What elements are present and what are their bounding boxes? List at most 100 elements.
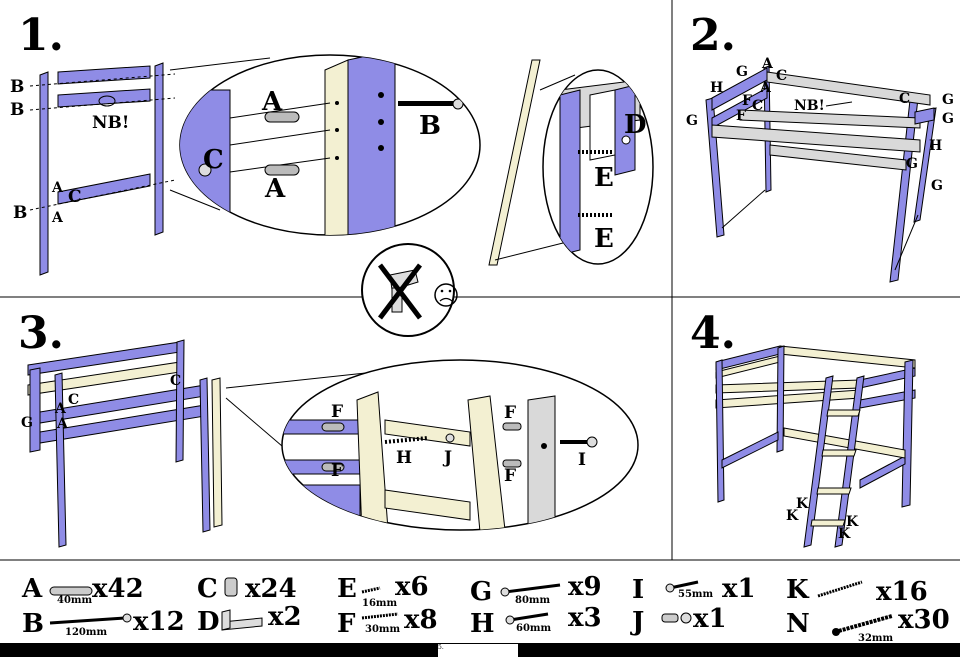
part-h: H 60mm x3 — [470, 603, 602, 639]
part-i-size: 55mm — [678, 589, 713, 600]
part-g-letter: G — [470, 577, 492, 607]
p3-label-g: G — [21, 415, 33, 431]
panel-3: 3. G A C A C — [18, 308, 639, 548]
part-b-qty: x12 — [133, 607, 185, 637]
part-f-qty: x8 — [404, 605, 438, 635]
zoom-label-b: B — [419, 111, 441, 141]
zoom-label-f-3: F — [504, 403, 516, 423]
part-a: A 40mm x42 — [21, 574, 144, 606]
p4-label-k-1: K — [796, 496, 809, 512]
part-h-qty: x3 — [568, 603, 602, 633]
part-c: C x24 — [197, 574, 297, 604]
part-d-letter: D — [197, 607, 220, 637]
zoom-label-a-top: A — [261, 87, 283, 117]
zoom-detail-ladder-joint: F F F F H J I — [281, 359, 639, 531]
zoom-label-f-2: F — [331, 461, 343, 481]
p4-label-k-2: K — [786, 508, 799, 524]
part-e: E 16mm x6 — [337, 572, 429, 609]
part-d-qty: x2 — [268, 602, 302, 632]
part-j: J x1 — [630, 604, 727, 637]
part-e-qty: x6 — [395, 572, 429, 602]
zoom-detail-dowels: A A C B — [179, 54, 481, 236]
part-n-qty: x30 — [898, 605, 950, 635]
zoom-label-e-bottom: E — [594, 224, 614, 254]
part-a-qty: x42 — [92, 574, 144, 604]
p3-label-a-bottom: A — [56, 416, 69, 432]
p4-label-k-4: K — [838, 526, 851, 542]
part-d: D x2 — [197, 602, 302, 637]
part-j-qty: x1 — [693, 604, 727, 634]
part-k-letter: K — [786, 575, 810, 605]
part-i-letter: I — [632, 575, 644, 605]
label-b-2: B — [10, 100, 24, 120]
zoom-label-f-1: F — [331, 402, 343, 422]
part-i: I 55mm x1 — [632, 574, 756, 605]
step-1-number: 1. — [18, 10, 64, 61]
zoom-label-j: J — [442, 448, 452, 468]
zoom-label-f-4: F — [504, 466, 516, 486]
zoom-detail-bracket: D E E — [542, 69, 654, 265]
zoom-label-c: C — [203, 145, 224, 175]
finished-loft-bed — [715, 345, 916, 548]
p3-label-a-top: A — [54, 401, 67, 417]
end-frame — [29, 62, 176, 276]
p2-label-g-right-3: G — [906, 156, 918, 172]
part-g: G 80mm x9 — [470, 572, 602, 607]
nb-marker — [98, 95, 116, 107]
part-n-size: 32mm — [858, 633, 893, 644]
p3-label-c-right: C — [170, 373, 181, 389]
zoom-label-e-top: E — [594, 163, 614, 193]
ladder-side-rail — [488, 59, 541, 266]
part-c-letter: C — [197, 574, 218, 604]
p2-label-a-mid: A — [759, 80, 772, 96]
part-e-letter: E — [337, 574, 357, 604]
zoom-label-d: D — [624, 110, 647, 140]
p2-label-c-right: C — [899, 91, 910, 107]
p2-label-g-right-2: G — [942, 111, 954, 127]
p2-label-f-lower: F — [736, 108, 746, 124]
part-n: N 32mm x30 — [786, 605, 950, 644]
p2-label-h-left: H — [710, 80, 723, 96]
part-g-size: 80mm — [515, 595, 550, 606]
p2-nb-note: NB! — [794, 98, 825, 114]
part-j-letter: J — [630, 607, 644, 637]
p2-label-g-left: G — [686, 113, 698, 129]
part-a-letter: A — [21, 574, 43, 604]
part-k-qty: x16 — [876, 577, 928, 607]
zoom-label-h: H — [396, 448, 412, 468]
part-h-size: 60mm — [516, 623, 551, 634]
part-b-letter: B — [22, 609, 44, 639]
p3-label-c-left: C — [68, 392, 79, 408]
parts-list: A 40mm x42 B 120mm x12 C x24 D x2 E — [21, 572, 950, 644]
panel-dividers — [0, 0, 960, 561]
step-3-number: 3. — [18, 308, 64, 359]
p2-label-c-mid: C — [752, 98, 763, 114]
part-g-qty: x9 — [568, 572, 602, 602]
part-f: F 30mm x8 — [337, 605, 438, 639]
part-n-letter: N — [786, 609, 810, 639]
label-c-1: C — [68, 187, 82, 207]
panel-4: 4. K K K K — [690, 308, 916, 548]
zoom-label-i: I — [578, 450, 586, 470]
part-k: K x16 — [786, 575, 928, 607]
footer-page-tab: 5. — [438, 644, 518, 657]
p2-label-g-right-1: G — [942, 92, 954, 108]
p2-label-g-right-4: G — [931, 178, 943, 194]
p4-label-k-3: K — [846, 514, 859, 530]
step-2-number: 2. — [690, 10, 736, 61]
part-f-letter: F — [337, 609, 356, 639]
panel-2: 2. G A C H F C A G F C G G H G G NB — [686, 10, 954, 283]
p2-label-a-top: A — [761, 56, 774, 72]
p2-label-c-top: C — [776, 68, 787, 84]
p2-label-f: F — [742, 93, 752, 109]
part-f-size: 30mm — [365, 624, 400, 635]
frame-with-ladder — [27, 339, 223, 548]
label-a-1: A — [51, 180, 64, 196]
label-a-2: A — [51, 210, 64, 226]
step-4-number: 4. — [690, 308, 736, 359]
p2-label-h-right: H — [929, 138, 942, 154]
part-e-size: 16mm — [362, 598, 397, 609]
frame-with-rails — [705, 65, 937, 283]
part-h-letter: H — [470, 609, 495, 639]
